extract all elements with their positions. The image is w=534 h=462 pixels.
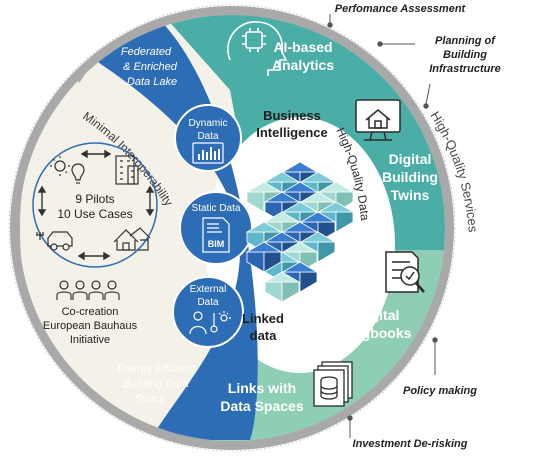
data-space-line1: Energy Efficient bbox=[117, 363, 195, 375]
data-spaces-segment: Links with Data Spaces bbox=[220, 361, 353, 414]
blue-band-labels: Federated & Enriched Data Lake Energy Ef… bbox=[117, 46, 195, 405]
database-pages-icon bbox=[313, 361, 353, 407]
cocreation-line1: Co-creation bbox=[62, 306, 119, 318]
double-arrow-top-icon bbox=[80, 149, 112, 159]
callout-policy: Policy making bbox=[403, 385, 477, 397]
callout-planning-line1: Planning of bbox=[435, 35, 496, 47]
callout-lines bbox=[327, 14, 438, 438]
twins-label-line2: Building bbox=[382, 169, 438, 185]
ai-head-icon bbox=[227, 21, 288, 76]
cube-21 bbox=[263, 271, 301, 303]
data-space-line3: Space bbox=[134, 393, 165, 405]
office-building-icon bbox=[115, 155, 139, 185]
external-data-node: External Data bbox=[172, 276, 244, 348]
document-magnifier-icon bbox=[385, 251, 425, 293]
callout-performance: Perfomance Assessment bbox=[335, 3, 467, 15]
dynamic-data-line1: Dynamic bbox=[189, 118, 228, 129]
callout-planning-line3: Infrastructure bbox=[429, 63, 501, 75]
data-lake-line1: Federated bbox=[121, 46, 172, 58]
double-arrow-bottom-icon bbox=[77, 251, 111, 261]
solar-bulb-icon bbox=[50, 156, 85, 184]
cocreation-line2: European Bauhaus bbox=[43, 320, 138, 332]
outer-dotted-edge bbox=[8, 4, 456, 452]
digital-logbooks-segment: Digital Logbooks bbox=[345, 251, 425, 341]
twins-label-line3: Twins bbox=[391, 187, 430, 203]
data-lake-line3: Data Lake bbox=[127, 76, 177, 88]
double-arrow-right-icon bbox=[145, 185, 155, 217]
use-cases-count: 10 Use Cases bbox=[57, 207, 132, 221]
links-label-line2: Data Spaces bbox=[220, 398, 303, 414]
data-lake-line2: & Enriched bbox=[123, 61, 178, 73]
linked-data-line2: data bbox=[250, 328, 278, 343]
business-intelligence-line1: Business bbox=[263, 108, 321, 123]
houses-icon bbox=[113, 227, 151, 251]
ai-label-line2: Analytics bbox=[272, 57, 334, 73]
data-space-line2: Building Data bbox=[123, 378, 188, 390]
pilots-circle bbox=[32, 142, 158, 268]
external-data-line1: External bbox=[190, 284, 227, 295]
double-arrow-left-icon bbox=[37, 185, 47, 217]
bar-chart-monitor-icon bbox=[192, 142, 224, 164]
business-intelligence-line2: Intelligence bbox=[256, 125, 328, 140]
bim-label: BIM bbox=[208, 239, 225, 249]
bim-document-icon bbox=[202, 217, 230, 253]
ai-analytics-segment: AI-based Analytics bbox=[227, 21, 334, 76]
callout-planning-line2: Building bbox=[443, 49, 487, 61]
linked-data-cubes bbox=[245, 161, 355, 303]
twins-label-line1: Digital bbox=[389, 151, 432, 167]
electric-car-icon bbox=[36, 231, 73, 251]
links-label-line1: Links with bbox=[228, 380, 296, 396]
static-data-label: Static Data bbox=[192, 203, 241, 214]
cocreation-line3: Initiative bbox=[70, 334, 110, 346]
pilots-count: 9 Pilots bbox=[75, 192, 114, 206]
building-monitor-icon bbox=[355, 99, 401, 141]
pilots-area bbox=[20, 70, 165, 410]
dynamic-data-node: Dynamic Data bbox=[174, 104, 242, 172]
ai-label-line1: AI-based bbox=[273, 39, 332, 55]
dynamic-data-line2: Data bbox=[197, 131, 219, 142]
logbooks-label-line2: Logbooks bbox=[345, 325, 412, 341]
cube-19 bbox=[245, 241, 283, 273]
static-data-node: Static Data BIM bbox=[179, 191, 253, 265]
community-people-icon bbox=[56, 280, 120, 300]
logbooks-label-line1: Digital bbox=[357, 307, 400, 323]
callout-investment: Investment De-risking bbox=[353, 438, 468, 450]
digital-twins-segment: Digital Building Twins bbox=[355, 99, 438, 203]
external-data-line2: Data bbox=[197, 297, 219, 308]
linked-data-line1: Linked bbox=[242, 311, 284, 326]
pilots-section: 9 Pilots 10 Use Cases bbox=[32, 142, 158, 346]
person-thermometer-icon bbox=[189, 311, 231, 335]
